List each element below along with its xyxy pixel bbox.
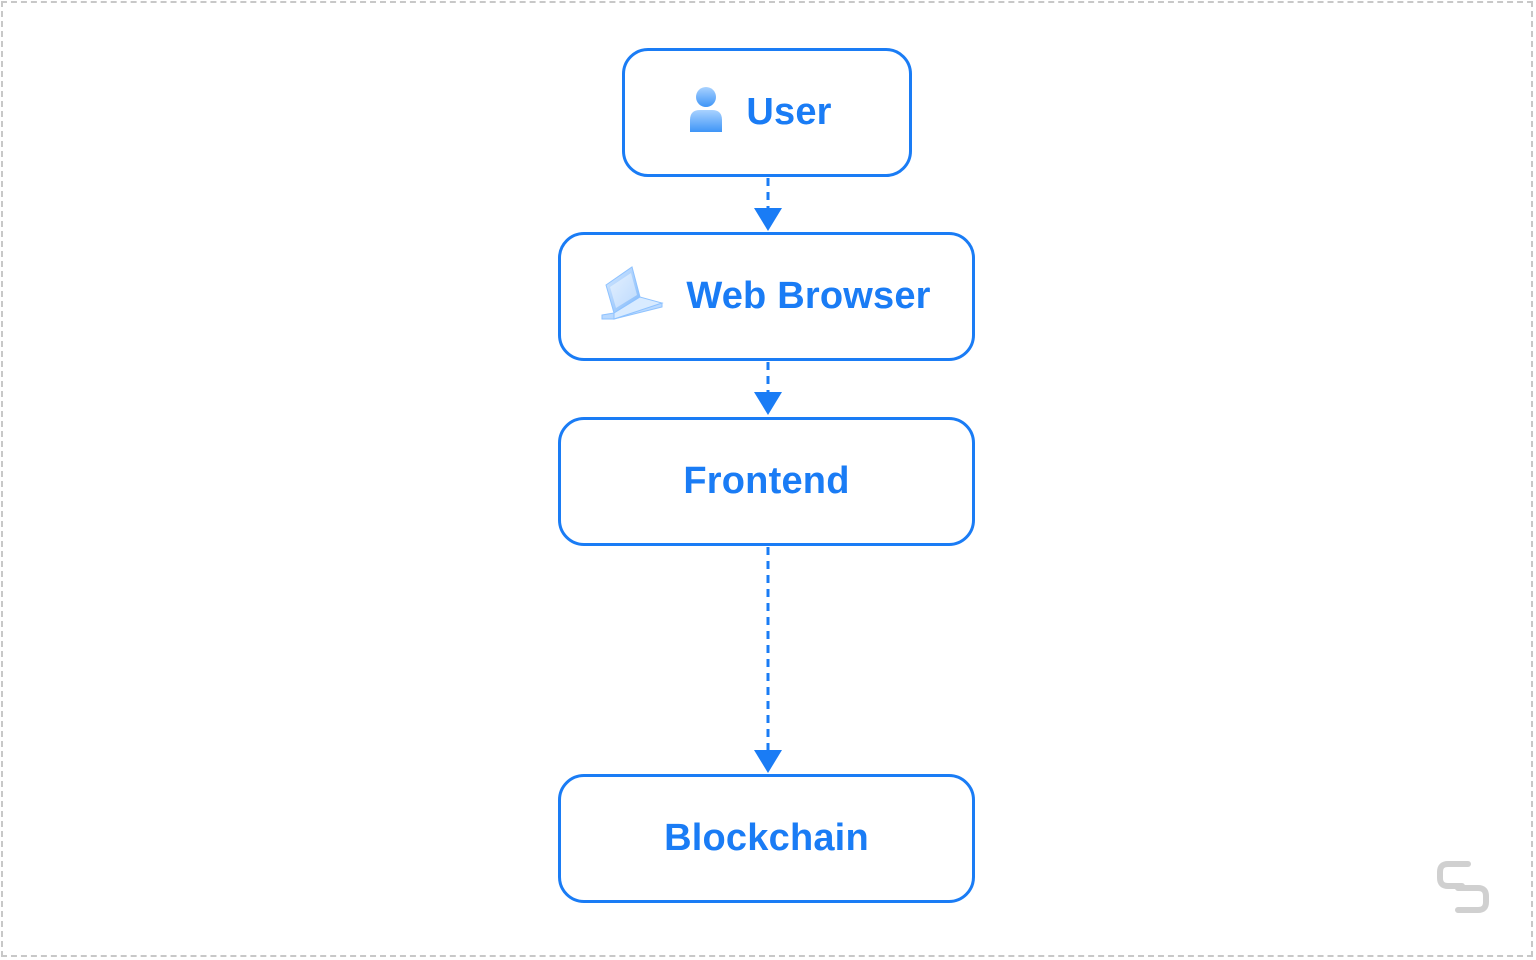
node-blockchain-label: Blockchain — [664, 817, 869, 859]
node-user-label: User — [746, 91, 832, 133]
node-frontend: Frontend — [558, 417, 975, 546]
node-frontend-label: Frontend — [683, 460, 850, 502]
brand-logo-icon — [1434, 858, 1492, 916]
laptop-icon — [600, 263, 665, 335]
node-blockchain: Blockchain — [558, 774, 975, 903]
node-web-browser: Web Browser — [558, 232, 975, 361]
user-icon — [688, 86, 724, 142]
node-web-browser-label: Web Browser — [686, 275, 931, 317]
node-user: User — [622, 48, 912, 177]
